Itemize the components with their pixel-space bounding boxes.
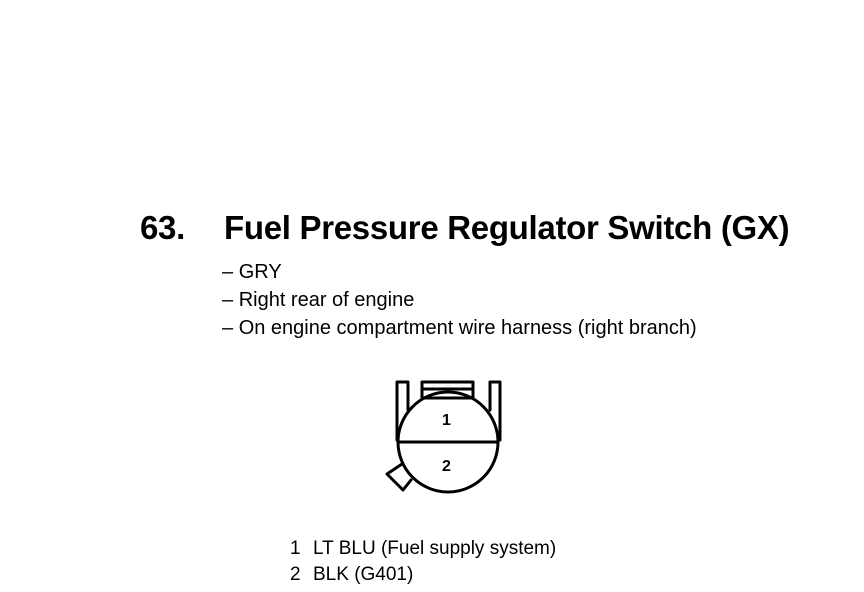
component-title: Fuel Pressure Regulator Switch (GX) <box>224 209 790 246</box>
pin-wire: LT BLU (Fuel supply system) <box>313 538 557 559</box>
cavity-label-1: 1 <box>442 412 451 429</box>
pin-row: 2 BLK (G401) <box>290 562 556 588</box>
cavity-label-2: 2 <box>442 458 451 475</box>
connector-right-latch <box>488 380 502 442</box>
detail-harness: On engine compartment wire harness (righ… <box>222 314 697 342</box>
pin-list: 1 LT BLU (Fuel supply system) 2 BLK (G401) <box>290 536 556 588</box>
connector-key <box>385 462 413 492</box>
pin-wire: BLK (G401) <box>313 564 414 585</box>
component-number: 63. <box>140 209 185 246</box>
connector-face-icon <box>385 380 502 494</box>
pin-number: 1 <box>290 538 301 559</box>
component-details: GRY Right rear of engine On engine compa… <box>222 258 697 342</box>
pin-row: 1 LT BLU (Fuel supply system) <box>290 536 556 562</box>
detail-location: Right rear of engine <box>222 286 697 314</box>
detail-color: GRY <box>222 258 697 286</box>
pin-number: 2 <box>290 564 301 585</box>
connector-left-latch <box>395 380 410 442</box>
component-heading: 63. Fuel Pressure Regulator Switch (GX) <box>140 209 860 247</box>
